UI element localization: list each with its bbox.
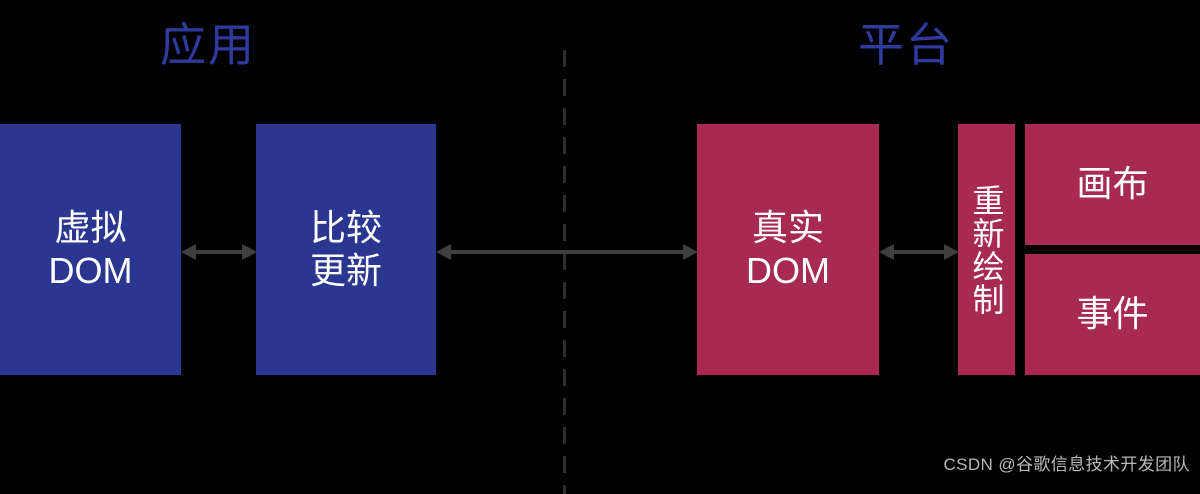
box-real-dom-label: 真实 DOM (746, 207, 830, 291)
box-canvas-label: 画布 (1076, 163, 1149, 205)
watermark-text: CSDN @谷歌信息技术开发团队 (943, 455, 1190, 474)
arrow-virtual-dom-to-diff-update (181, 239, 257, 265)
section-title-app: 应用 (160, 19, 256, 71)
box-virtual-dom-label: 虚拟 DOM (48, 207, 133, 291)
box-repaint-label: 重新绘制 (968, 183, 1005, 316)
box-repaint: 重新绘制 (958, 124, 1015, 375)
section-title-platform: 平台 (858, 19, 954, 71)
arrow-real-dom-to-repaint (879, 239, 959, 265)
box-diff-update-label: 比较 更新 (309, 207, 382, 291)
box-event: 事件 (1025, 254, 1200, 375)
box-virtual-dom: 虚拟 DOM (0, 124, 181, 375)
section-divider (563, 50, 566, 494)
box-diff-update: 比较 更新 (256, 124, 436, 375)
box-real-dom: 真实 DOM (697, 124, 879, 375)
arrow-diff-update-to-real-dom (436, 239, 698, 265)
box-canvas: 画布 (1025, 124, 1200, 245)
box-event-label: 事件 (1076, 293, 1149, 335)
